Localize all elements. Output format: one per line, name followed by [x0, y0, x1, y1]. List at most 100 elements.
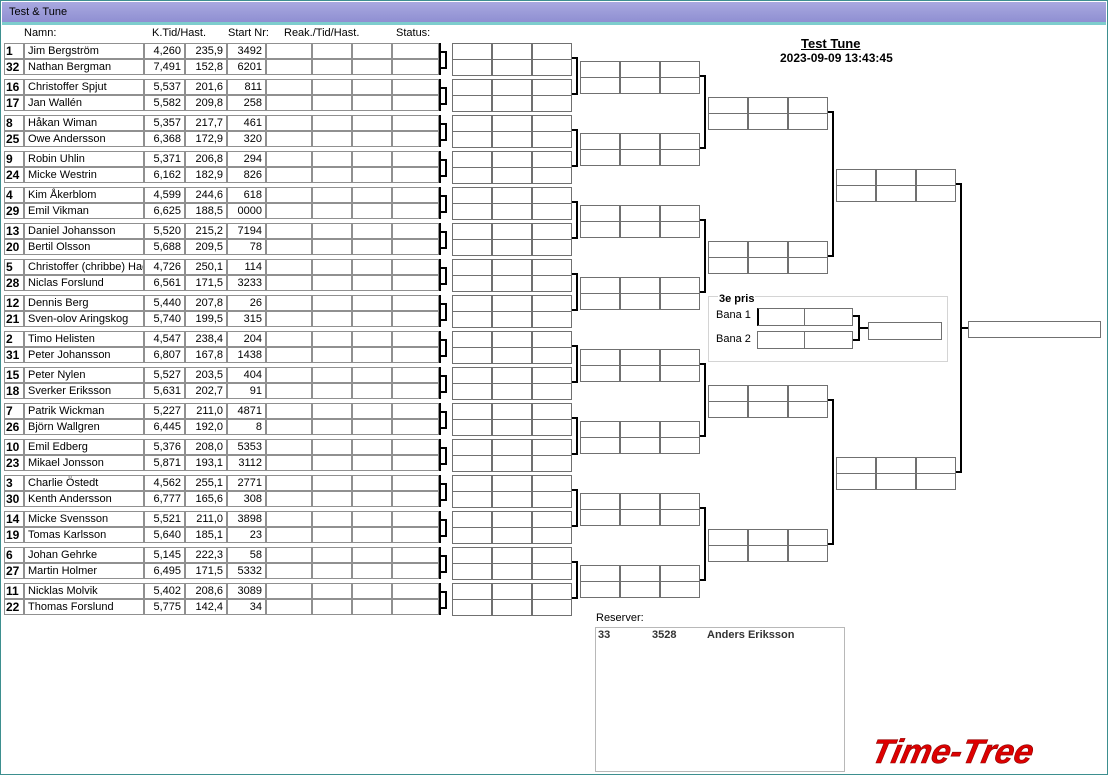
round1-match-box[interactable]	[532, 511, 572, 528]
round2-match-box[interactable]	[660, 149, 700, 166]
round2-match-box[interactable]	[660, 61, 700, 78]
round2-match-box[interactable]	[620, 293, 660, 310]
round1-match-box[interactable]	[492, 187, 532, 204]
round1-match-box[interactable]	[452, 475, 492, 492]
round1-match-box[interactable]	[492, 115, 532, 132]
round1-match-box[interactable]	[492, 383, 532, 400]
entry-name[interactable]: Daniel Johansson	[24, 223, 144, 239]
entry-ktid[interactable]: 6,162	[144, 167, 185, 183]
entry-hast[interactable]: 206,8	[185, 151, 227, 167]
result-cell[interactable]	[392, 59, 439, 75]
round1-match-box[interactable]	[452, 79, 492, 96]
round3-match-box[interactable]	[748, 401, 788, 418]
result-cell[interactable]	[266, 347, 312, 363]
round1-match-box[interactable]	[492, 223, 532, 240]
round2-match-box[interactable]	[580, 565, 620, 582]
result-cell[interactable]	[392, 455, 439, 471]
round1-match-box[interactable]	[492, 419, 532, 436]
result-cell[interactable]	[312, 347, 352, 363]
result-cell[interactable]	[352, 239, 392, 255]
result-cell[interactable]	[352, 43, 392, 59]
result-cell[interactable]	[266, 383, 312, 399]
entry-startnr[interactable]: 461	[227, 115, 266, 131]
result-cell[interactable]	[352, 419, 392, 435]
round1-match-box[interactable]	[492, 599, 532, 616]
result-cell[interactable]	[352, 167, 392, 183]
round1-match-box[interactable]	[452, 295, 492, 312]
round1-match-box[interactable]	[452, 275, 492, 292]
result-cell[interactable]	[352, 455, 392, 471]
result-cell[interactable]	[312, 239, 352, 255]
result-cell[interactable]	[392, 131, 439, 147]
round1-match-box[interactable]	[452, 383, 492, 400]
entry-startnr[interactable]: 811	[227, 79, 266, 95]
round3-match-box[interactable]	[788, 241, 828, 258]
result-cell[interactable]	[392, 115, 439, 131]
entry-ktid[interactable]: 5,357	[144, 115, 185, 131]
result-cell[interactable]	[312, 527, 352, 543]
round2-match-box[interactable]	[580, 149, 620, 166]
result-cell[interactable]	[352, 347, 392, 363]
round4-match-box[interactable]	[916, 457, 956, 474]
round2-match-box[interactable]	[660, 493, 700, 510]
round1-match-box[interactable]	[492, 403, 532, 420]
round1-match-box[interactable]	[452, 527, 492, 544]
round2-match-box[interactable]	[620, 277, 660, 294]
entry-name[interactable]: Christoffer Spjut	[24, 79, 144, 95]
entry-hast[interactable]: 185,1	[185, 527, 227, 543]
round1-match-box[interactable]	[452, 599, 492, 616]
round1-match-box[interactable]	[492, 527, 532, 544]
round1-match-box[interactable]	[452, 419, 492, 436]
entry-startnr[interactable]: 3112	[227, 455, 266, 471]
entry-startnr[interactable]: 3898	[227, 511, 266, 527]
entry-startnr[interactable]: 26	[227, 295, 266, 311]
entry-ktid[interactable]: 6,807	[144, 347, 185, 363]
round1-match-box[interactable]	[532, 95, 572, 112]
entry-name[interactable]: Dennis Berg	[24, 295, 144, 311]
round1-match-box[interactable]	[532, 239, 572, 256]
entry-hast[interactable]: 201,6	[185, 79, 227, 95]
result-cell[interactable]	[392, 239, 439, 255]
result-cell[interactable]	[312, 79, 352, 95]
result-cell[interactable]	[266, 511, 312, 527]
round3-match-box[interactable]	[708, 97, 748, 114]
entry-startnr[interactable]: 5332	[227, 563, 266, 579]
result-cell[interactable]	[266, 43, 312, 59]
round1-match-box[interactable]	[492, 563, 532, 580]
round1-match-box[interactable]	[452, 563, 492, 580]
result-cell[interactable]	[392, 167, 439, 183]
round2-match-box[interactable]	[580, 77, 620, 94]
round1-match-box[interactable]	[492, 43, 532, 60]
round1-match-box[interactable]	[452, 59, 492, 76]
entry-hast[interactable]: 203,5	[185, 367, 227, 383]
round1-match-box[interactable]	[532, 79, 572, 96]
round2-match-box[interactable]	[620, 365, 660, 382]
entry-name[interactable]: Niclas Forslund	[24, 275, 144, 291]
result-cell[interactable]	[392, 295, 439, 311]
result-cell[interactable]	[312, 223, 352, 239]
round4-match-box[interactable]	[876, 457, 916, 474]
result-cell[interactable]	[312, 455, 352, 471]
lane1-time-box[interactable]	[757, 308, 805, 326]
round2-match-box[interactable]	[620, 493, 660, 510]
round2-match-box[interactable]	[580, 349, 620, 366]
entry-hast[interactable]: 142,4	[185, 599, 227, 615]
result-cell[interactable]	[312, 383, 352, 399]
result-cell[interactable]	[312, 275, 352, 291]
round1-match-box[interactable]	[492, 491, 532, 508]
champion-box[interactable]	[968, 321, 1101, 338]
round4-match-box[interactable]	[836, 457, 876, 474]
round2-match-box[interactable]	[660, 437, 700, 454]
entry-ktid[interactable]: 6,625	[144, 203, 185, 219]
round1-match-box[interactable]	[492, 347, 532, 364]
entry-startnr[interactable]: 1438	[227, 347, 266, 363]
result-cell[interactable]	[266, 239, 312, 255]
round2-match-box[interactable]	[580, 365, 620, 382]
result-cell[interactable]	[392, 511, 439, 527]
result-cell[interactable]	[312, 131, 352, 147]
result-cell[interactable]	[266, 403, 312, 419]
round3-match-box[interactable]	[748, 545, 788, 562]
round4-match-box[interactable]	[876, 169, 916, 186]
round2-match-box[interactable]	[660, 277, 700, 294]
round2-match-box[interactable]	[580, 133, 620, 150]
